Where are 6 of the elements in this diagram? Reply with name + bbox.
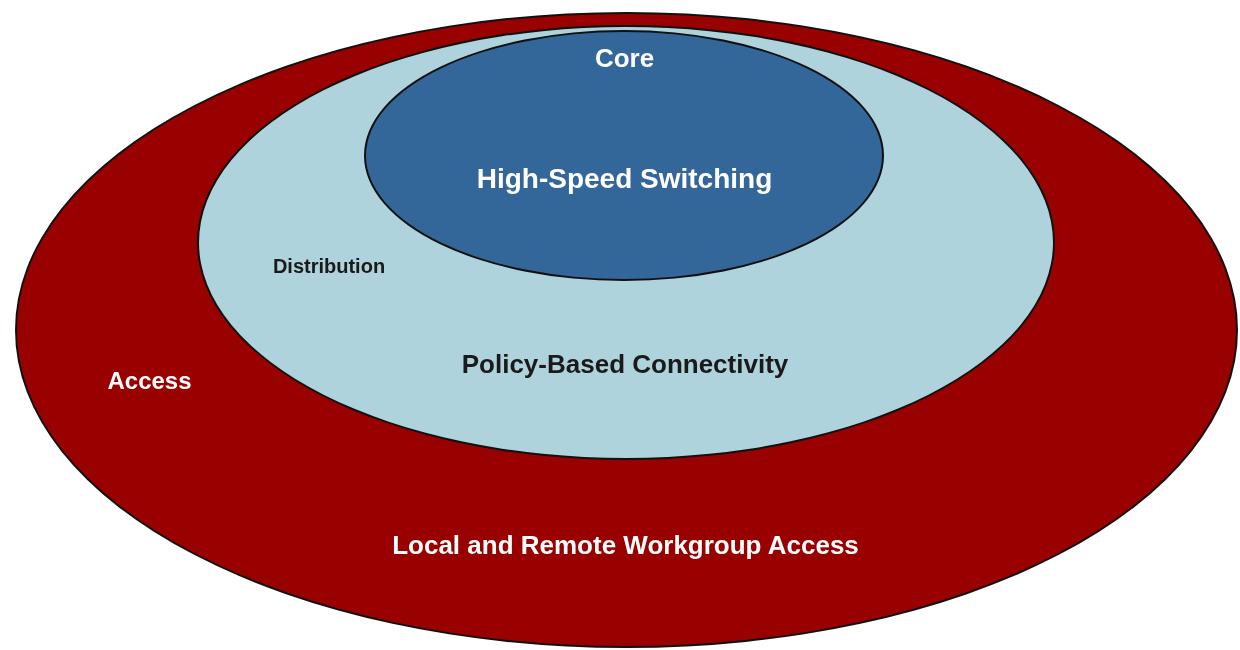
layer-title: Core xyxy=(594,43,655,74)
layer-description: High-Speed Switching xyxy=(476,162,773,195)
layer-title: Access xyxy=(107,366,192,395)
layer-description: Local and Remote Workgroup Access xyxy=(392,530,859,561)
layer-description: Policy-Based Connectivity xyxy=(461,350,789,380)
layer-title: Distribution xyxy=(272,254,386,278)
